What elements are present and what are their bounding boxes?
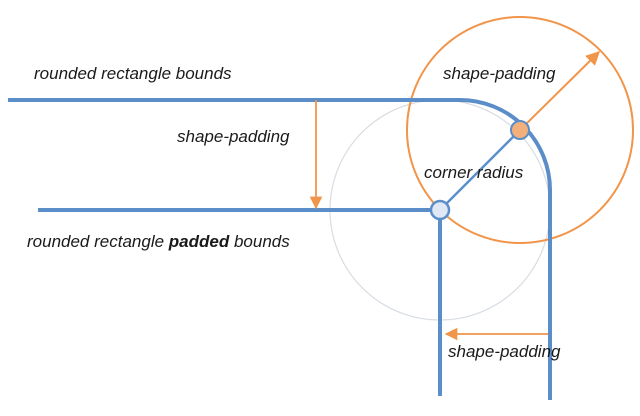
padded-bounds-label-suffix: bounds [229,232,290,251]
padding-radius-circle [406,16,634,244]
shape-padding-vertical-label: shape-padding [177,127,290,146]
padded-bounds-label-prefix: rounded rectangle [27,232,169,251]
corner-radius-label: corner radius [424,163,524,182]
corner-radius-line [439,129,521,211]
shape-padding-diagonal-label: shape-padding [443,64,556,83]
corner-radius-center-marker [510,120,530,140]
padded-bounds-label-emphasis: padded [168,232,230,251]
shape-padding-diagonal-arrow [519,51,600,131]
shape-padding-horizontal-label: shape-padding [448,342,561,361]
outer-bounds-label: rounded rectangle bounds [34,64,232,83]
padded-bounds-label: rounded rectangle padded bounds [27,232,290,252]
padded-corner-center-marker [429,199,451,221]
